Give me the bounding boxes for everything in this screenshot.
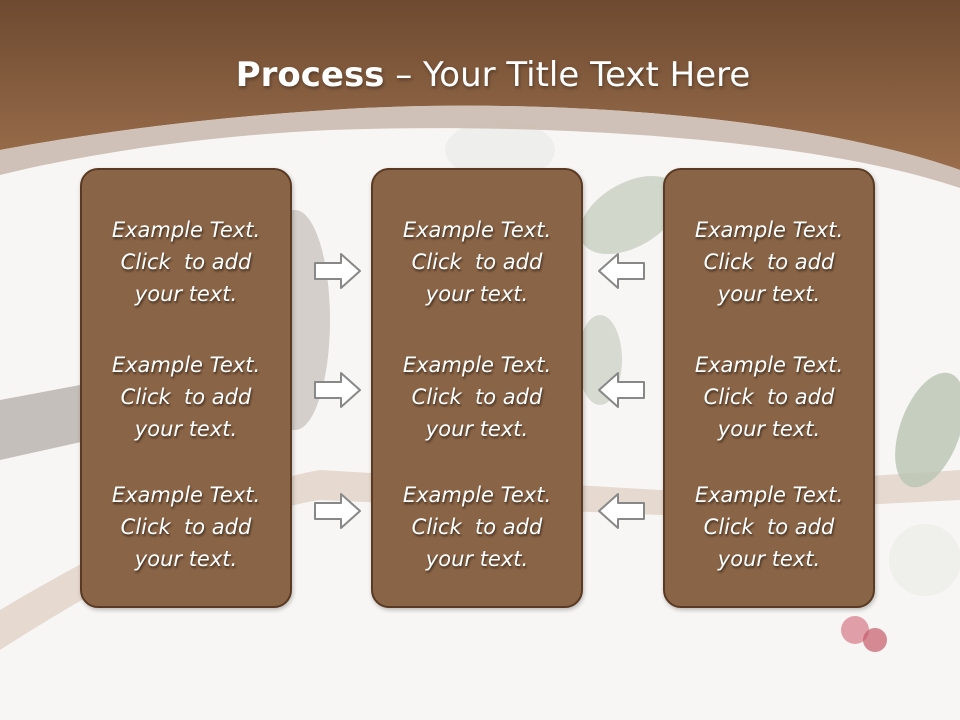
arrow-left-icon[interactable] — [596, 370, 646, 410]
text-line: Example Text. — [111, 353, 261, 377]
process-box-center[interactable]: Example Text. Click to add your text. Ex… — [371, 168, 583, 608]
text-block[interactable]: Example Text. Click to add your text. — [373, 349, 581, 445]
text-block[interactable]: Example Text. Click to add your text. — [665, 349, 873, 445]
text-line: Click to add — [120, 250, 252, 274]
text-line: Example Text. — [111, 483, 261, 507]
text-line: your text. — [717, 417, 821, 441]
text-line: Click to add — [411, 385, 543, 409]
process-box-left[interactable]: Example Text. Click to add your text. Ex… — [80, 168, 292, 608]
text-line: Example Text. — [402, 483, 552, 507]
text-line: your text. — [717, 547, 821, 571]
text-line: Example Text. — [694, 218, 844, 242]
text-line: Click to add — [411, 250, 543, 274]
text-line: Click to add — [703, 515, 835, 539]
text-line: Example Text. — [694, 483, 844, 507]
text-line: your text. — [134, 282, 238, 306]
text-line: your text. — [425, 282, 529, 306]
text-block[interactable]: Example Text. Click to add your text. — [373, 214, 581, 310]
text-block[interactable]: Example Text. Click to add your text. — [82, 214, 290, 310]
text-line: Click to add — [703, 385, 835, 409]
text-block[interactable]: Example Text. Click to add your text. — [82, 349, 290, 445]
title-rest: – Your Title Text Here — [384, 55, 751, 95]
arrow-right-icon[interactable] — [313, 491, 363, 531]
arrow-left-icon[interactable] — [596, 491, 646, 531]
text-line: Example Text. — [402, 218, 552, 242]
text-line: your text. — [425, 547, 529, 571]
text-block[interactable]: Example Text. Click to add your text. — [373, 479, 581, 575]
text-line: Example Text. — [694, 353, 844, 377]
text-block[interactable]: Example Text. Click to add your text. — [82, 479, 290, 575]
text-line: your text. — [134, 417, 238, 441]
text-line: your text. — [134, 547, 238, 571]
arrow-right-icon[interactable] — [313, 370, 363, 410]
text-line: Click to add — [411, 515, 543, 539]
text-line: Example Text. — [402, 353, 552, 377]
text-line: your text. — [425, 417, 529, 441]
text-block[interactable]: Example Text. Click to add your text. — [665, 479, 873, 575]
text-line: Example Text. — [111, 218, 261, 242]
text-line: Click to add — [703, 250, 835, 274]
text-line: Click to add — [120, 515, 252, 539]
slide-title[interactable]: Process – Your Title Text Here — [0, 52, 960, 98]
text-line: your text. — [717, 282, 821, 306]
arrow-left-icon[interactable] — [596, 251, 646, 291]
text-block[interactable]: Example Text. Click to add your text. — [665, 214, 873, 310]
arrow-right-icon[interactable] — [313, 251, 363, 291]
process-box-right[interactable]: Example Text. Click to add your text. Ex… — [663, 168, 875, 608]
text-line: Click to add — [120, 385, 252, 409]
title-bold: Process — [235, 55, 385, 95]
